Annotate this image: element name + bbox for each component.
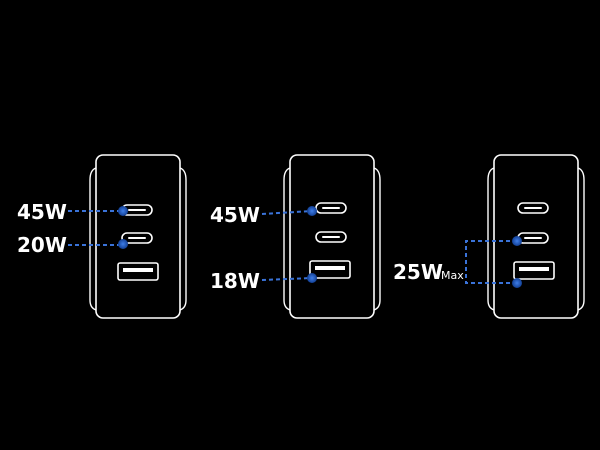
indicator-dot-1: [118, 206, 128, 216]
charger-2: 45W 18W: [210, 154, 381, 319]
indicator-dot-2: [512, 278, 522, 288]
charger-side-left: [89, 167, 97, 311]
power-label-45w: 45W: [17, 200, 67, 224]
charger-side-left: [283, 167, 291, 311]
charger-body: [95, 154, 181, 319]
usb-a-port-tongue: [519, 267, 549, 271]
charger-1: 45W 20W: [17, 154, 187, 319]
charger-side-left: [487, 167, 495, 311]
usb-a-port: [117, 262, 159, 281]
charger-3: 25W Max: [393, 154, 585, 319]
charger-body: [289, 154, 375, 319]
indicator-dot-1: [307, 206, 317, 216]
bracket-leader: [465, 240, 517, 284]
usb-c-port-1-slot: [524, 207, 542, 209]
indicator-dot-2: [118, 239, 128, 249]
charger-side-right: [577, 167, 585, 311]
power-label-45w: 45W: [210, 203, 260, 227]
usb-a-port-tongue: [315, 266, 345, 270]
power-label-18w: 18W: [210, 269, 260, 293]
usb-c-port-2: [121, 232, 153, 244]
leader-line-1: [261, 210, 313, 215]
usb-c-port-1-slot: [128, 209, 146, 211]
charger-side-right: [373, 167, 381, 311]
usb-c-port-2-slot: [128, 237, 146, 239]
usb-c-port-2-slot: [524, 237, 542, 239]
usb-c-port-1-slot: [322, 207, 340, 209]
power-label-25w: 25W: [393, 260, 443, 284]
charger-body: [493, 154, 579, 319]
charger-side-right: [179, 167, 187, 311]
indicator-dot-2: [307, 273, 317, 283]
usb-c-port-1: [517, 202, 549, 214]
indicator-dot-1: [512, 236, 522, 246]
power-label-max: Max: [441, 269, 464, 282]
usb-a-port: [513, 261, 555, 280]
usb-a-port: [309, 260, 351, 279]
usb-c-port-2-slot: [322, 236, 340, 238]
usb-c-port-2: [315, 231, 347, 243]
power-label-20w: 20W: [17, 233, 67, 257]
usb-a-port-tongue: [123, 268, 153, 272]
leader-line-2: [261, 277, 313, 281]
